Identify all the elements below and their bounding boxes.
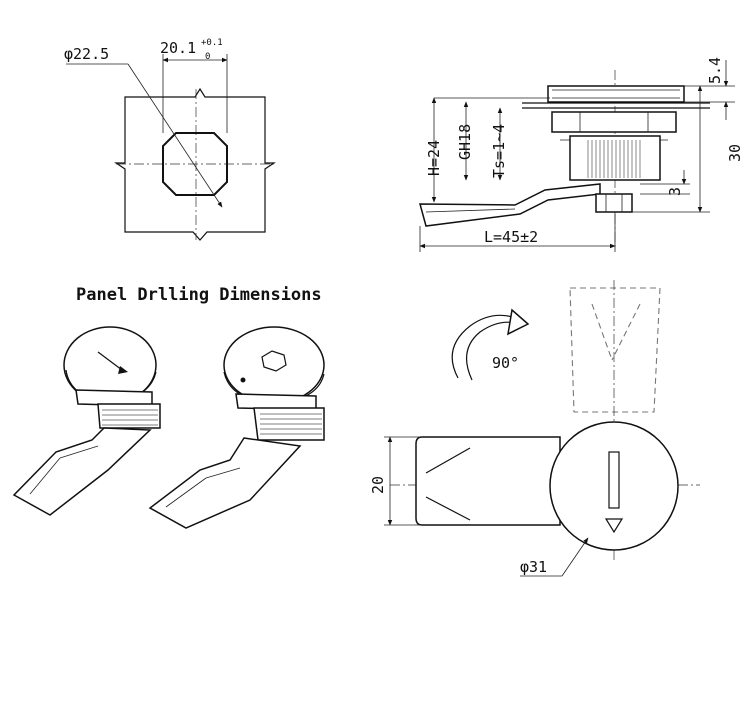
thread-left — [97, 403, 161, 429]
cap-head — [547, 85, 685, 103]
cam-arm — [419, 183, 601, 227]
side-view: H=24 GH18 Ts=1~4 5.4 30 3 L=45±2 — [419, 57, 744, 252]
indicator-dot — [240, 377, 246, 383]
cam-edge-left — [29, 457, 61, 495]
cam-left — [12, 427, 152, 516]
cutout-tol-upper: +0.1 — [201, 38, 223, 48]
length-label: L=45±2 — [484, 228, 538, 246]
cam-chamfer-top — [425, 447, 471, 474]
thread-lines-right — [260, 413, 322, 435]
cam-chamfer-bottom — [425, 496, 471, 521]
cam-edge-line — [425, 208, 516, 213]
cam-edge-right-2 — [205, 467, 241, 479]
height-label: H=24 — [425, 140, 443, 176]
rotation-arrow-body — [465, 321, 521, 381]
thread-hatching — [587, 140, 641, 178]
hex-socket-icon — [261, 350, 287, 372]
hex-nut — [551, 111, 677, 133]
rotated-cam-ghost — [569, 287, 661, 413]
arrow-indicator-left — [118, 366, 128, 374]
cap-height-label: 5.4 — [706, 57, 724, 84]
rotation-arrow-head-icon — [507, 308, 530, 336]
cam-thickness-label: 3 — [666, 187, 684, 196]
diameter-leader-arrow — [127, 63, 223, 208]
thread-lines-left — [102, 409, 158, 426]
cam-top-view — [415, 436, 561, 526]
key-slot — [608, 451, 620, 509]
cam-edge-right — [165, 477, 207, 508]
rotation-arrow-body-2 — [451, 314, 517, 379]
cutout-tol-lower: 0 — [205, 52, 210, 62]
panel-cutout-view: φ22.5 20.1 +0.1 0 — [64, 38, 276, 241]
lock-body-circle — [549, 421, 679, 551]
lock-isometric-left — [12, 326, 161, 516]
cam-edge-left-2 — [59, 445, 99, 459]
rotation-view: 90° 20 φ31 — [369, 280, 700, 577]
panel-break-outline — [114, 87, 276, 241]
cutout-width-label: 20.1 — [160, 39, 196, 57]
panel-drilling-caption: Panel Drlling Dimensions — [76, 285, 322, 305]
lock-isometric-right — [148, 326, 325, 529]
thickness-label: Ts=1~4 — [490, 124, 508, 178]
bottom-screw — [595, 193, 633, 213]
rotation-angle-label: 90° — [492, 354, 519, 372]
body-diameter-label: φ31 — [520, 558, 547, 576]
thread-label: GH18 — [456, 124, 474, 160]
body-diameter-arrow — [561, 537, 589, 577]
cam-right — [148, 437, 302, 529]
ghost-slot-line-2 — [611, 303, 641, 361]
lock-cap-right — [223, 326, 325, 404]
ghost-slot-line — [591, 303, 613, 361]
direction-triangle-icon — [604, 518, 624, 534]
threaded-body — [569, 135, 661, 181]
cam-width-label: 20 — [369, 476, 387, 494]
cutout-diameter-label: φ22.5 — [64, 45, 109, 63]
overall-height-label: 30 — [726, 144, 744, 162]
key-slot-left — [97, 351, 123, 371]
